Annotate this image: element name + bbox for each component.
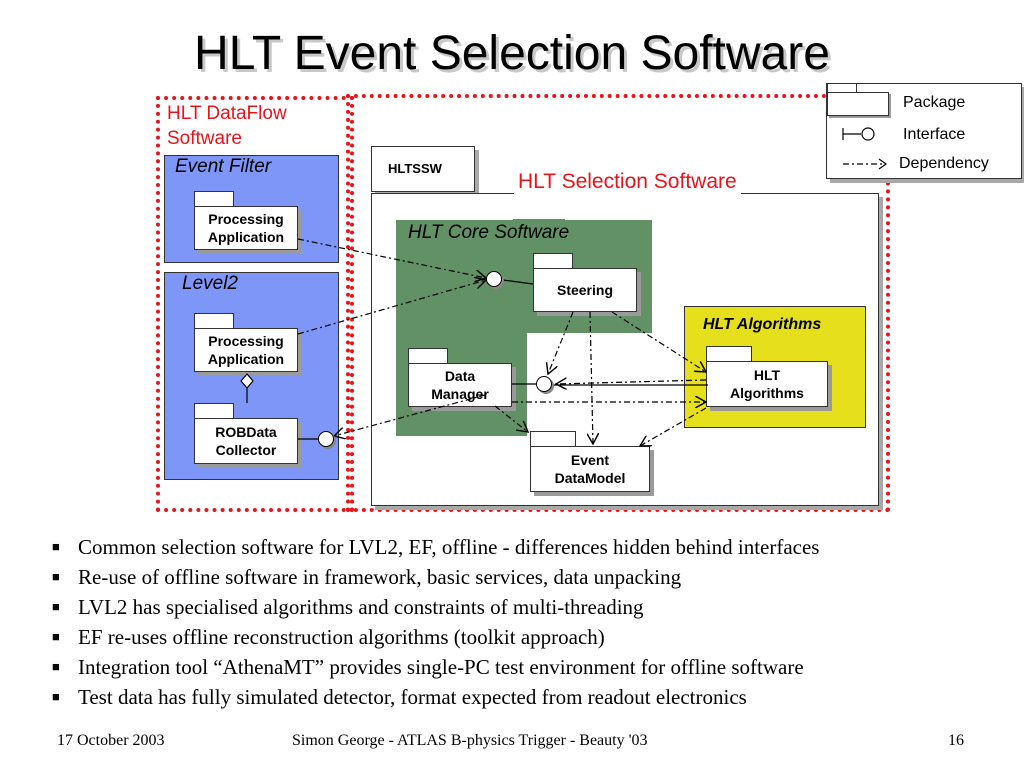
legend-package-symbol <box>827 92 889 116</box>
legend-interface-symbol <box>842 127 875 141</box>
bullet-item: ■ EF re-uses offline reconstruction algo… <box>52 622 1002 652</box>
robdata-collector: ROBData Collector <box>194 418 298 464</box>
data-manager-package: Data Manager <box>408 363 512 407</box>
footer-date: 17 October 2003 <box>57 732 165 749</box>
dataflow-software-outline <box>156 96 354 512</box>
bullet-text: Common selection software for LVL2, EF, … <box>78 535 820 559</box>
bullet-text: EF re-uses offline reconstruction algori… <box>78 625 605 649</box>
robdata-interface <box>318 431 334 447</box>
selection-software-label: HLT Selection Software <box>514 170 741 194</box>
dataflow-software-label: HLT DataFlow Software <box>167 103 287 149</box>
square-bullet-icon: ■ <box>52 689 60 704</box>
square-bullet-icon: ■ <box>52 629 60 644</box>
bullet-item: ■ LVL2 has specialised algorithms and co… <box>52 592 1002 622</box>
bullet-text: LVL2 has specialised algorithms and cons… <box>78 595 644 619</box>
square-bullet-icon: ■ <box>52 539 60 554</box>
l2-processing-application: Processing Application <box>194 328 298 372</box>
square-bullet-icon: ■ <box>52 569 60 584</box>
bullet-text: Re-use of offline software in framework,… <box>78 565 682 589</box>
ef-to-steering-dependency <box>297 238 486 278</box>
legend-package-label: Package <box>903 94 966 111</box>
event-filter-label: Event Filter <box>175 156 272 177</box>
bullet-text: Test data has fully simulated detector, … <box>78 685 747 709</box>
footer-center: Simon George - ATLAS B-physics Trigger -… <box>292 732 648 749</box>
steering-to-algorithms-dependency <box>611 311 706 372</box>
steering-interface-stub <box>502 279 534 285</box>
square-bullet-icon: ■ <box>52 599 60 614</box>
slide-title: HLT Event Selection Software <box>194 27 830 80</box>
core-software-label: HLT Core Software <box>408 222 570 243</box>
legend: Package Interface Dependency <box>826 83 1022 179</box>
steering-package: Steering <box>533 268 637 312</box>
hlt-algorithms-package: HLT Algorithms <box>706 361 828 407</box>
event-datamodel-package: Event DataModel <box>530 446 650 492</box>
bullet-list: ■ Common selection software for LVL2, EF… <box>52 532 1002 712</box>
algorithms-to-datamanager-dependency <box>556 380 707 384</box>
steering-to-datamanager-dependency <box>548 311 574 374</box>
datamanager-to-datamodel-dependency <box>494 405 528 432</box>
legend-dependency-label: Dependency <box>899 155 989 172</box>
selection-software-outline <box>346 94 890 512</box>
l2-to-steering-dependency <box>297 280 486 335</box>
data-manager-interface <box>536 376 552 392</box>
bullet-text: Integration tool “AthenaMT” provides sin… <box>78 655 804 679</box>
algorithms-to-datamodel-dependency <box>640 407 707 446</box>
steering-interface <box>486 271 502 287</box>
datamanager-to-robdata-dependency <box>334 394 486 436</box>
bullet-item: ■ Re-use of offline software in framewor… <box>52 562 1002 592</box>
bullet-item: ■ Integration tool “AthenaMT” provides s… <box>52 652 1002 682</box>
square-bullet-icon: ■ <box>52 659 60 674</box>
legend-dependency-symbol <box>843 158 888 170</box>
legend-interface-label: Interface <box>903 126 966 143</box>
ef-processing-application: Processing Application <box>194 206 298 250</box>
aggregation-diamond <box>240 373 254 389</box>
footer-page-number: 16 <box>948 732 964 749</box>
level2-label: Level2 <box>182 273 238 294</box>
hltssw-tab: HLTSSW <box>371 146 475 192</box>
algorithms-label: HLT Algorithms <box>703 316 822 333</box>
steering-to-datamodel-dependency <box>590 311 593 444</box>
bullet-item: ■ Common selection software for LVL2, EF… <box>52 532 1002 562</box>
bullet-item: ■ Test data has fully simulated detector… <box>52 682 1002 712</box>
